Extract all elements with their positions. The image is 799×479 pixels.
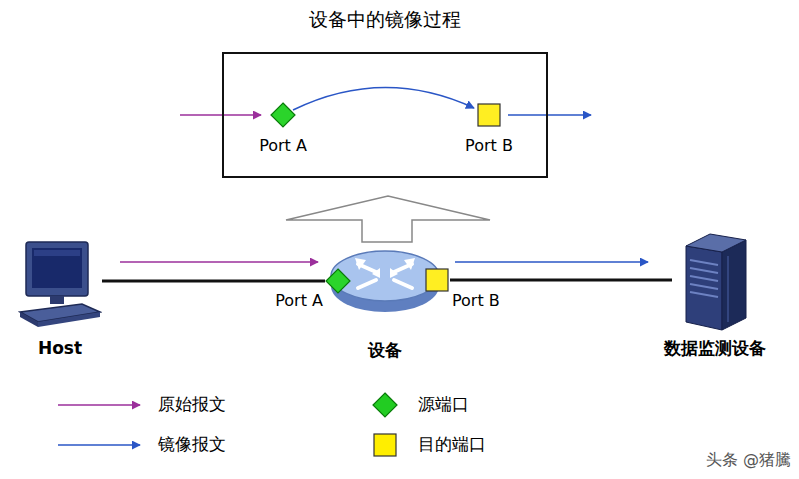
mirror-packet-arrow: [455, 261, 648, 263]
original-packet-arrow: [120, 261, 318, 263]
label-slot: 头条 @猪騰: [706, 450, 791, 469]
box-heading: 设备中的镜像过程: [309, 8, 461, 31]
monitor-server-shape: [672, 226, 758, 334]
text-slot: Port B: [452, 291, 500, 310]
source-port: Port A: [325, 268, 351, 294]
destination-port-shape: [476, 102, 502, 128]
node-label: Host: [38, 338, 82, 358]
text-slot: Port A: [233, 136, 333, 155]
node-label: Port A: [275, 291, 323, 310]
node-label: Port A: [259, 136, 307, 155]
destination-port: Port B: [476, 102, 502, 128]
legend-text: 目的端口: [418, 434, 486, 454]
legend-text: 原始报文: [158, 394, 226, 414]
legend-slot: 源端口: [418, 394, 469, 414]
text-slot: Port A: [275, 291, 323, 310]
text-slot: Host: [10, 338, 110, 358]
monitor-server: 数据监测设备: [672, 226, 758, 334]
destination-port: Port B: [424, 267, 450, 293]
host-computer: Host: [18, 238, 102, 330]
mirror-connector: [293, 87, 474, 110]
node-label: 设备: [368, 340, 402, 360]
text-slot: 设备: [328, 340, 442, 360]
legend-purple-arrow: [58, 404, 140, 406]
original-packet-arrow: [180, 114, 261, 116]
node-label: Port B: [465, 136, 513, 155]
watermark: 头条 @猪騰: [706, 450, 791, 469]
legend-slot: 目的端口: [418, 434, 486, 454]
legend-blue-arrow: [58, 444, 140, 446]
link-line: [450, 279, 672, 282]
text-slot: 数据监测设备: [635, 338, 795, 358]
network-device: 设备Port APort B: [328, 244, 442, 314]
legend-text: 镜像报文: [158, 434, 226, 454]
legend-slot: 镜像报文: [158, 434, 226, 454]
text-slot: Port B: [439, 136, 539, 155]
link-line: [102, 280, 325, 283]
source-port: Port A: [270, 102, 296, 128]
zoom-up-arrow: [286, 196, 490, 242]
mirror-process-box: 设备中的镜像过程Port APort B: [222, 52, 548, 178]
host-computer-shape: [18, 238, 102, 330]
source-port-shape: [325, 268, 351, 294]
legend-swatch: [372, 392, 398, 418]
node-label: 数据监测设备: [664, 338, 766, 358]
legend-swatch: [372, 432, 398, 458]
destination-port-shape: [424, 267, 450, 293]
text-slot: 设备中的镜像过程: [224, 8, 546, 31]
node-label: Port B: [452, 291, 500, 310]
mirror-packet-arrow: [508, 114, 591, 116]
legend-slot: 原始报文: [158, 394, 226, 414]
legend-text: 源端口: [418, 394, 469, 414]
source-port-shape: [270, 102, 296, 128]
